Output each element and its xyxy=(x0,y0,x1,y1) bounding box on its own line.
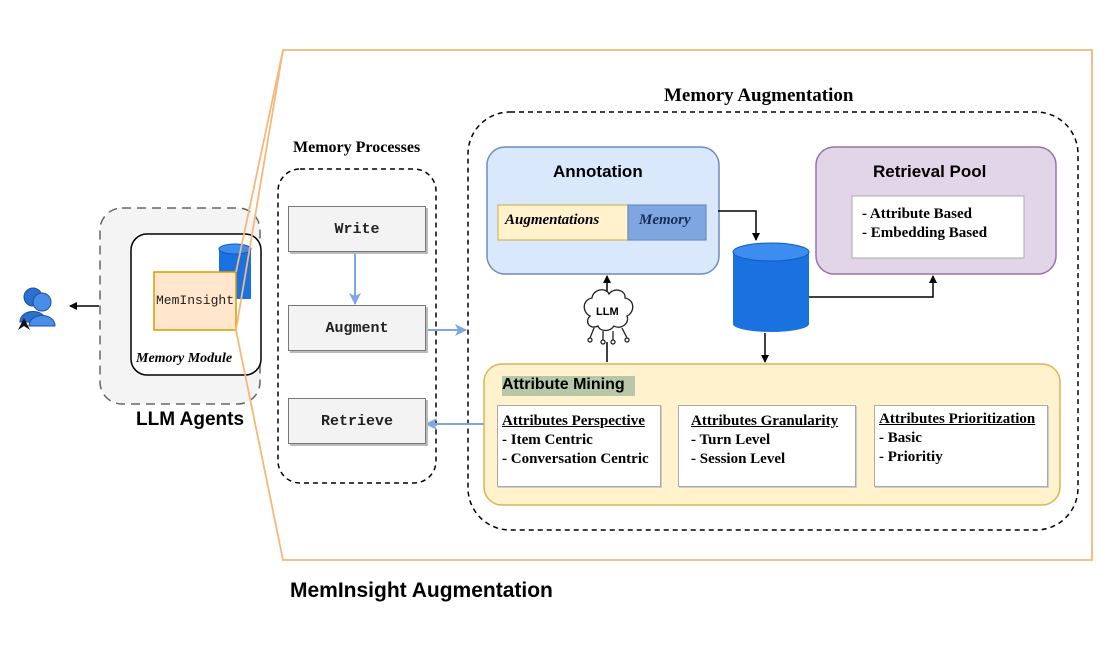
augment-process-box: Augment xyxy=(288,305,426,351)
attributes-prioritization-card: Attributes Prioritization - Basic - Prio… xyxy=(874,405,1048,487)
agents-icon xyxy=(18,287,56,330)
card-heading: Attributes Perspective xyxy=(502,413,645,429)
augmentations-label: Augmentations xyxy=(505,212,600,228)
figure-title: MemInsight Augmentation xyxy=(290,579,553,602)
module-database-icon xyxy=(218,243,252,299)
memory-augmentation-title: Memory Augmentation xyxy=(664,85,854,106)
card-item: - Session Level xyxy=(691,451,786,467)
card-item: - Basic xyxy=(879,430,922,446)
attributes-granularity-card: Attributes Granularity - Turn Level - Se… xyxy=(678,405,856,487)
llm-label: LLM xyxy=(596,306,619,318)
meminsight-label: MemInsight xyxy=(156,293,235,308)
retrieval-pool-title: Retrieval Pool xyxy=(873,162,987,181)
retrieval-pool-item: - Embedding Based xyxy=(862,225,988,241)
memory-label: Memory xyxy=(639,212,691,228)
llm-agents-label: LLM Agents xyxy=(136,409,245,430)
card-heading: Attributes Granularity xyxy=(691,413,839,429)
annotation-title: Annotation xyxy=(553,162,643,181)
memory-database-icon xyxy=(732,242,810,332)
memory-module-label: Memory Module xyxy=(136,351,233,366)
retrieve-process-box: Retrieve xyxy=(288,398,426,444)
card-item: - Turn Level xyxy=(691,432,771,448)
card-item: - Item Centric xyxy=(502,432,593,448)
card-item: - Prioritiy xyxy=(879,449,943,465)
card-heading: Attributes Prioritization xyxy=(879,411,1036,427)
attribute-mining-title: Attribute Mining xyxy=(502,376,625,393)
retrieval-pool-item: - Attribute Based xyxy=(862,206,972,222)
write-process-box: Write xyxy=(288,206,426,252)
memory-processes-title: Memory Processes xyxy=(293,139,421,156)
card-item: - Conversation Centric xyxy=(502,451,649,467)
attributes-perspective-card: Attributes Perspective - Item Centric - … xyxy=(497,405,661,487)
